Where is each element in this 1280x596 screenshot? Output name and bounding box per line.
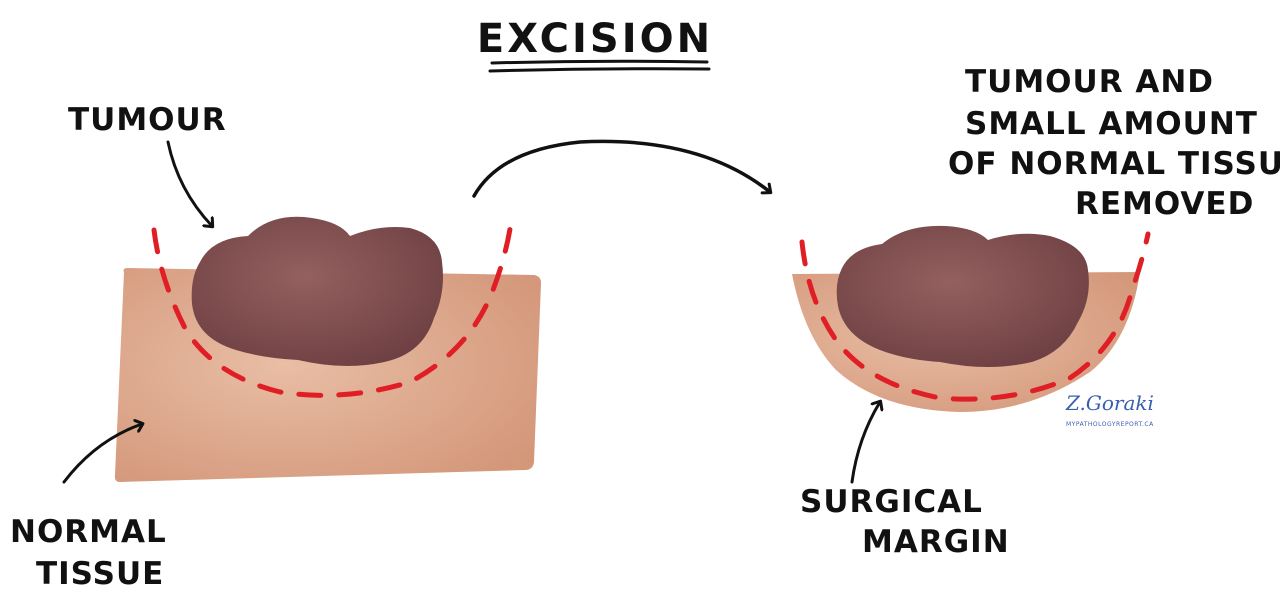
- title-underline-2: [490, 69, 709, 71]
- artist-website: MYPATHOLOGYREPORT.CA: [1066, 421, 1154, 428]
- label-normal-tissue-1: NORMAL: [10, 514, 167, 550]
- label-removed-3: OF NORMAL TISSUE: [948, 146, 1280, 182]
- curved-arrow-right-icon: [474, 141, 770, 196]
- label-surgical-margin-2: MARGIN: [862, 524, 1010, 560]
- pointer-arrow-tumour: [168, 142, 212, 226]
- label-surgical-margin-1: SURGICAL: [800, 484, 983, 520]
- title-underline-1: [492, 61, 707, 63]
- right-specimen: [792, 226, 1148, 412]
- label-removed-2: SMALL AMOUNT: [965, 106, 1258, 142]
- pointer-arrow-surgical-margin: [852, 402, 880, 482]
- tumour-mass-left: [192, 217, 443, 366]
- label-removed-4: REMOVED: [1075, 186, 1254, 222]
- diagram-title: EXCISION: [477, 16, 713, 62]
- label-normal-tissue-2: TISSUE: [36, 556, 164, 592]
- label-tumour: TUMOUR: [68, 102, 227, 138]
- artist-signature: Z.Goraki: [1065, 391, 1154, 415]
- left-specimen: [115, 215, 541, 482]
- tumour-mass-right: [837, 226, 1089, 367]
- label-removed-1: TUMOUR AND: [965, 64, 1214, 100]
